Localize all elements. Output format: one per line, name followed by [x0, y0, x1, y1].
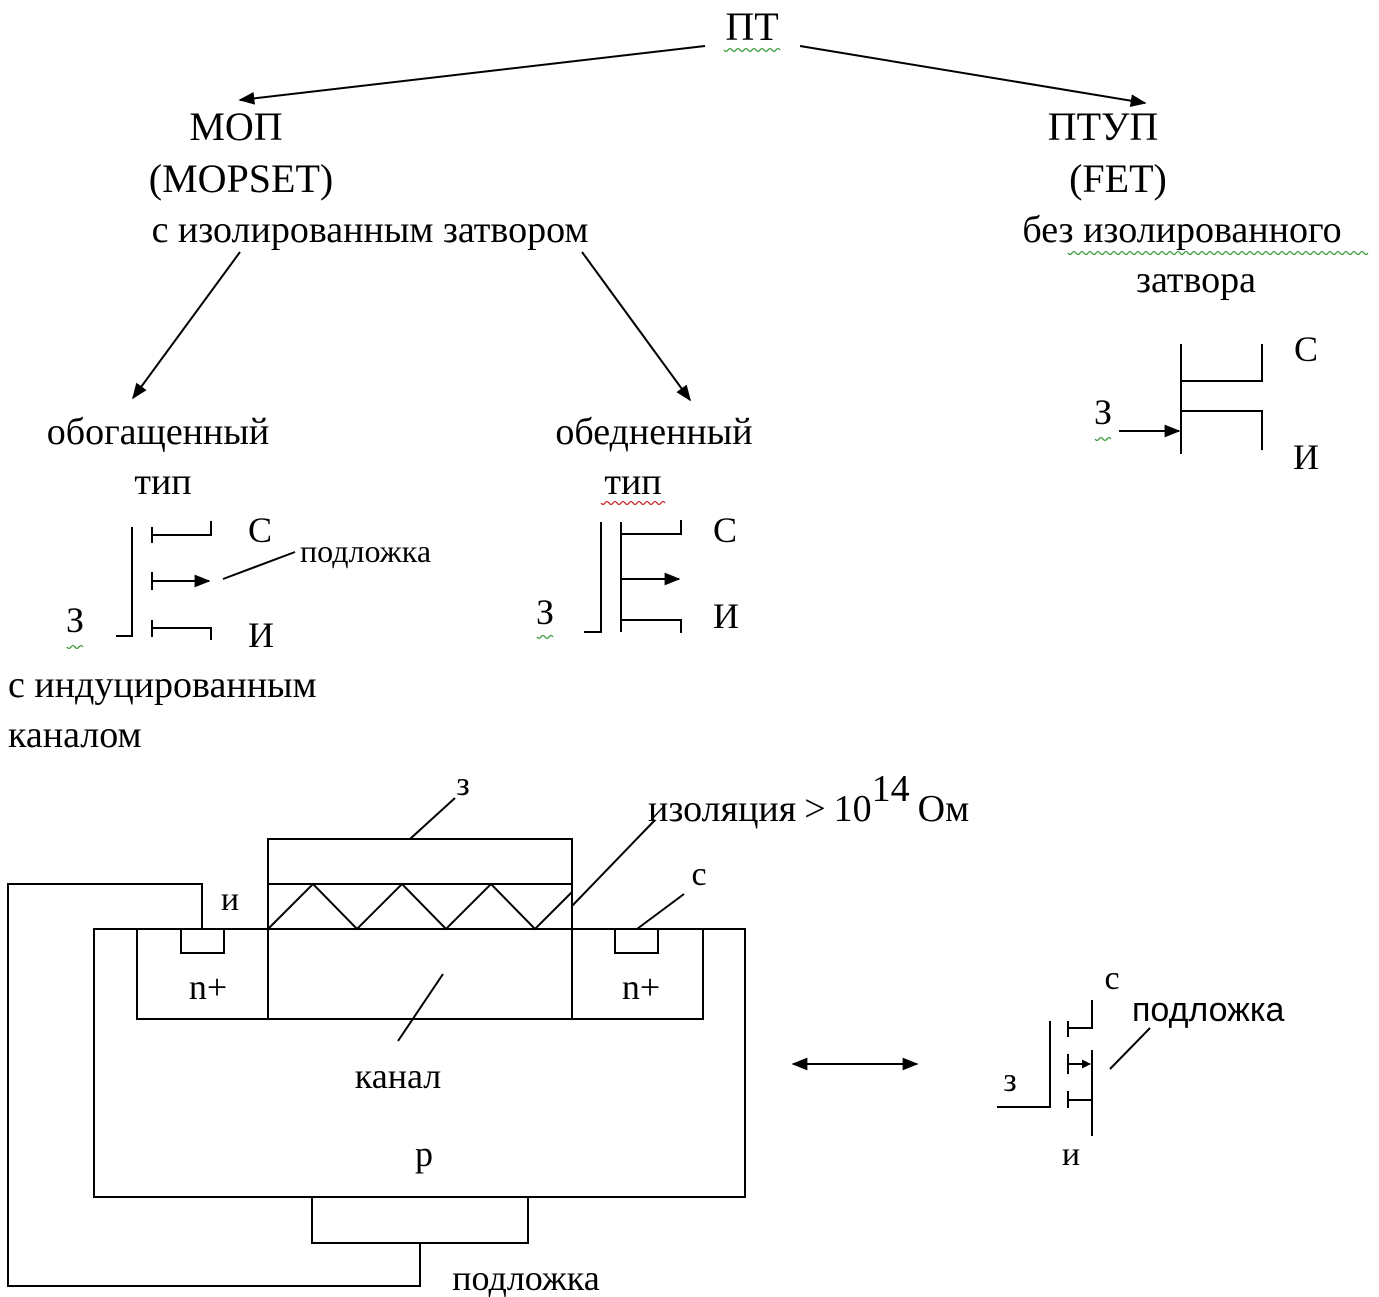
substrate-pointer	[222, 551, 296, 580]
gate-electrode	[267, 838, 573, 885]
depletion-mosfet-symbol	[584, 520, 682, 633]
drain-lead	[1068, 1000, 1093, 1029]
drain-lead	[621, 520, 682, 535]
jfet-gate-label-line2: затвора	[1136, 259, 1256, 301]
jfet-symbol	[1119, 344, 1263, 454]
jfet-english-label: (FET)	[1069, 156, 1167, 201]
source-lead	[621, 619, 682, 633]
dep-drain-label: С	[713, 510, 737, 550]
dep-gate-label: З	[536, 592, 554, 632]
cs-channel-label: канал	[355, 1056, 441, 1096]
depletion-label: обедненный	[555, 411, 752, 453]
mos-label: МОП	[189, 104, 282, 149]
arrow-mos-to-enhancement	[132, 251, 241, 400]
jfet-label: ПТУП	[1048, 104, 1159, 149]
channel-leader	[397, 973, 444, 1042]
source-lead	[1068, 1099, 1093, 1136]
isolation-leader	[571, 819, 656, 907]
small-drain-label: с	[1104, 960, 1119, 997]
jfet-no-insulated-gate-label: без изолированного	[1022, 209, 1341, 251]
induced-channel-label: с индуцированным	[8, 664, 317, 706]
induced-channel-label-line2: каналом	[8, 714, 142, 756]
spellcheck-underline	[600, 500, 666, 506]
enhancement-type-label: тип	[134, 461, 191, 503]
drain-contact	[614, 928, 659, 954]
drain-lead	[152, 521, 212, 536]
gate-oxide	[267, 883, 573, 930]
spellcheck-underline	[723, 47, 781, 53]
root-label: ПТ	[725, 4, 778, 49]
jfet-gate-label: З	[1094, 392, 1112, 432]
mosfet-cross-section	[7, 797, 746, 1287]
gate-lead	[584, 522, 602, 633]
drain-leader	[636, 893, 685, 930]
enh-substrate-label: подложка	[300, 533, 431, 569]
source-contact	[180, 928, 225, 954]
mos-insulated-gate-label: с изолированным затвором	[152, 209, 589, 251]
spellcheck-underline	[536, 634, 554, 640]
enh-drain-label: С	[248, 510, 272, 550]
cs-source-label: и	[221, 881, 239, 918]
arrow-root-to-jfet	[799, 45, 1147, 107]
cs-drain-label: с	[691, 856, 706, 893]
isolation-gt: >	[804, 788, 825, 830]
gate-lead	[116, 527, 133, 637]
spellcheck-underline	[1067, 250, 1369, 256]
enhancement-label: обогащенный	[47, 411, 269, 453]
mos-english-label: (MOPSET)	[149, 156, 333, 201]
drain-lead	[1181, 344, 1263, 382]
small-substrate-label: подложка	[1132, 991, 1285, 1029]
cs-gate-label: з	[456, 766, 469, 803]
channel-region	[267, 928, 573, 1020]
depletion-type-label: тип	[604, 461, 661, 503]
small-gate-label: з	[1003, 1062, 1016, 1099]
isolation-unit: Ом	[918, 788, 970, 830]
substrate-pointer	[1109, 1027, 1151, 1070]
source-substrate-wire	[7, 883, 421, 1287]
substrate-contact	[311, 1196, 529, 1244]
jfet-source-label: И	[1293, 437, 1319, 477]
gate-leader	[409, 797, 456, 840]
source-lead	[1181, 410, 1263, 450]
gate-lead	[997, 1021, 1051, 1108]
cs-n-plus-right: n+	[622, 967, 660, 1007]
isolation-text: изоляция	[648, 788, 796, 830]
jfet-drain-label: С	[1294, 329, 1318, 369]
oxide-zigzag	[267, 882, 573, 931]
isolation-exponent: 14	[872, 768, 910, 810]
enh-gate-label: З	[66, 600, 84, 640]
dep-source-label: И	[713, 596, 739, 636]
enh-source-label: И	[248, 615, 274, 655]
cs-n-plus-left: n+	[189, 967, 227, 1007]
spellcheck-underline	[1094, 436, 1112, 442]
cs-substrate-label: подложка	[452, 1258, 599, 1297]
enhancement-mosfet-symbol	[116, 521, 296, 640]
small-source-label: и	[1062, 1136, 1080, 1173]
spellcheck-underline	[66, 644, 84, 650]
small-mosfet-symbol	[997, 1000, 1151, 1136]
cs-p-label: p	[415, 1134, 433, 1174]
arrow-root-to-mos	[238, 45, 706, 105]
source-lead	[152, 627, 212, 640]
arrow-mos-to-depletion	[581, 251, 691, 402]
isolation-base: 10	[834, 788, 872, 830]
